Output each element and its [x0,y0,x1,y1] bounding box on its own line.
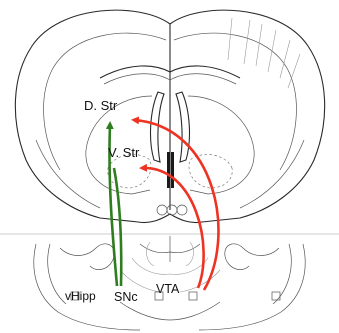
coronal-section-midbrain [0,226,339,333]
striatum-right [188,96,254,194]
lateral-ventricle-right [176,92,189,162]
coronal-section-forebrain [15,10,324,222]
label-ventral-tegmental-area: VTA [156,282,180,296]
label-dorsal-striatum: D. Str [84,98,118,113]
fiber-band-left [167,152,170,188]
anterior-commissure-mid [167,205,177,215]
label-ventral-striatum: V. Str [108,145,140,160]
anterior-commissure-right [177,205,187,215]
label-ventral-hippocampus: vHipp [65,289,96,303]
fiber-band-right [171,152,174,188]
label-substantia-nigra: SNc [114,290,138,304]
anterior-commissure-left [157,205,167,215]
